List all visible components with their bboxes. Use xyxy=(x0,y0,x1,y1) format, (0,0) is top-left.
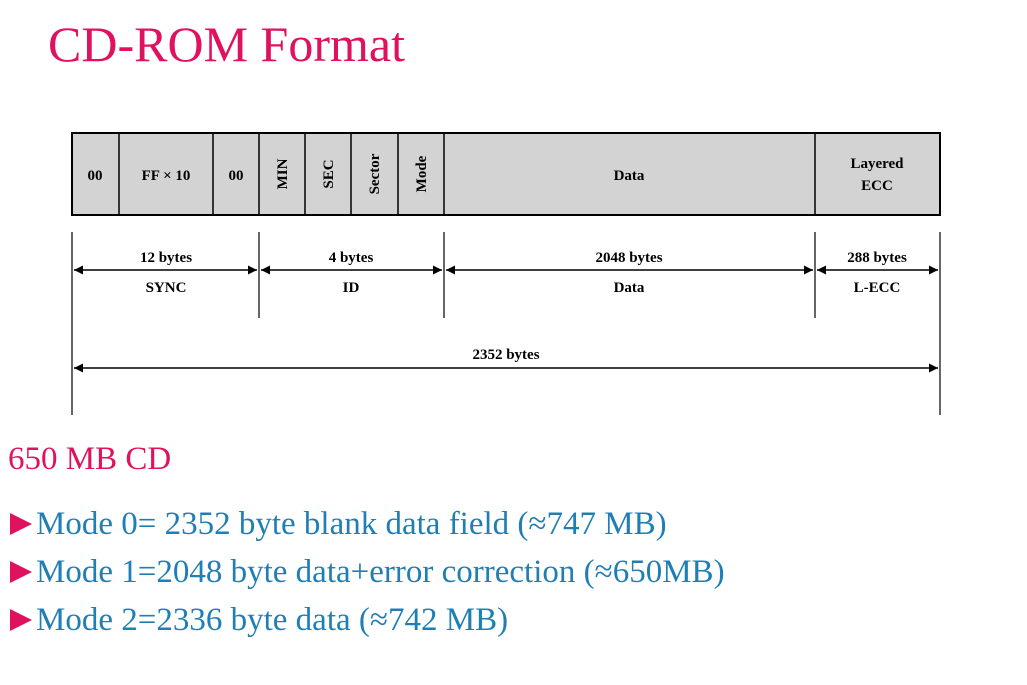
id-name-label: ID xyxy=(343,280,360,296)
arrow-bullet-icon xyxy=(10,609,32,631)
mode-list: Mode 0= 2352 byte blank data field (≈747… xyxy=(10,500,725,644)
ecc-name-label: L-ECC xyxy=(854,280,901,296)
list-item: Mode 1=2048 byte data+error correction (… xyxy=(10,548,725,596)
list-item: Mode 0= 2352 byte blank data field (≈747… xyxy=(10,500,725,548)
field-layered-ecc-line1: Layered xyxy=(850,156,904,172)
subheading: 650 MB CD xyxy=(8,441,172,477)
field-sync-start: 00 xyxy=(88,168,103,184)
id-size-label: 4 bytes xyxy=(329,250,374,266)
field-sync-end: 00 xyxy=(229,168,244,184)
boundary-lines xyxy=(71,232,941,415)
cd-rom-sector-diagram: 00 FF × 10 00 MIN SEC Sector Mode Data L… xyxy=(71,132,941,415)
page-title: CD-ROM Format xyxy=(48,16,405,72)
field-ff-x10: FF × 10 xyxy=(142,168,191,184)
field-sec: SEC xyxy=(321,159,337,188)
bullet-text: Mode 2=2336 byte data (≈742 MB) xyxy=(36,602,509,638)
field-layered-ecc-line2: ECC xyxy=(861,178,893,194)
field-sector: Sector xyxy=(367,153,383,194)
data-size-label: 2048 bytes xyxy=(595,250,662,266)
total-size-label: 2352 bytes xyxy=(472,347,539,363)
data-name-label: Data xyxy=(614,280,645,296)
list-item: Mode 2=2336 byte data (≈742 MB) xyxy=(10,596,725,644)
sync-size-label: 12 bytes xyxy=(140,250,192,266)
bullet-text: Mode 1=2048 byte data+error correction (… xyxy=(36,554,725,590)
bullet-text: Mode 0= 2352 byte blank data field (≈747… xyxy=(36,506,667,542)
field-dividers xyxy=(118,133,816,215)
field-data: Data xyxy=(614,168,645,184)
ecc-size-label: 288 bytes xyxy=(847,250,907,266)
field-min: MIN xyxy=(275,158,291,189)
arrow-bullet-icon xyxy=(10,513,32,535)
sector-box xyxy=(71,132,941,216)
field-mode: Mode xyxy=(414,155,430,192)
sync-name-label: SYNC xyxy=(146,280,187,296)
arrow-bullet-icon xyxy=(10,561,32,583)
